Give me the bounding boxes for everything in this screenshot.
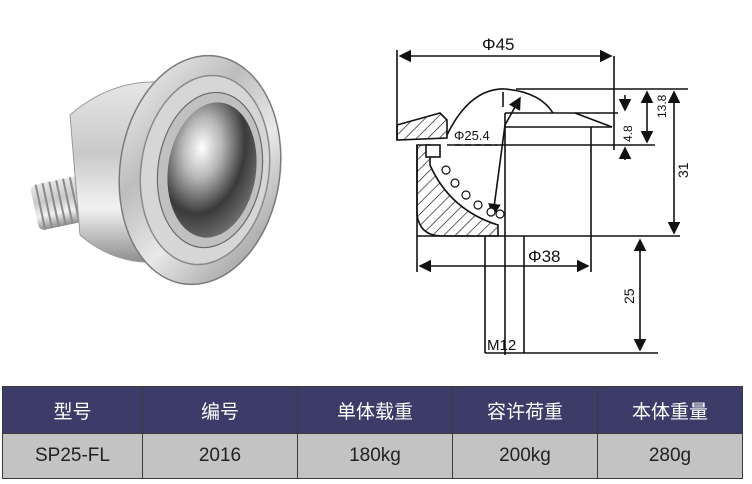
technical-drawing: Φ45 Φ25.4 Φ38 M12 13.8 4.8 31 25 bbox=[390, 20, 700, 365]
steel-ball bbox=[167, 102, 257, 238]
dim-ball-protrusion: 13.8 bbox=[655, 94, 669, 118]
dim-outer-diameter: Φ45 bbox=[482, 35, 514, 54]
cell-model: SP25-FL bbox=[2, 433, 143, 479]
dim-stud-length: 25 bbox=[621, 288, 637, 304]
dim-thread: M12 bbox=[487, 337, 516, 354]
header-unit-load: 单体载重 bbox=[297, 386, 453, 434]
dim-body-diameter: Φ38 bbox=[528, 247, 560, 266]
cell-weight: 280g bbox=[597, 433, 743, 479]
cell-code: 2016 bbox=[142, 433, 298, 479]
spec-table: 型号 编号 单体载重 容许荷重 本体重量 SP25-FL 2016 180kg … bbox=[2, 386, 743, 479]
cell-unit-load: 180kg bbox=[297, 433, 453, 479]
thread-stud bbox=[30, 176, 88, 230]
dim-body-height: 31 bbox=[675, 162, 691, 178]
header-weight: 本体重量 bbox=[597, 386, 743, 434]
table-row: SP25-FL 2016 180kg 200kg 280g bbox=[2, 433, 743, 479]
table-header-row: 型号 编号 单体载重 容许荷重 本体重量 bbox=[2, 386, 743, 434]
product-photo bbox=[0, 20, 300, 290]
header-model: 型号 bbox=[2, 386, 143, 434]
dim-ball-diameter: Φ25.4 bbox=[454, 128, 490, 143]
header-code: 编号 bbox=[142, 386, 298, 434]
dim-flange-thickness: 4.8 bbox=[621, 125, 635, 142]
bearing-balls bbox=[441, 165, 505, 219]
header-allowable-load: 容许荷重 bbox=[452, 386, 598, 434]
cell-allowable-load: 200kg bbox=[452, 433, 598, 479]
